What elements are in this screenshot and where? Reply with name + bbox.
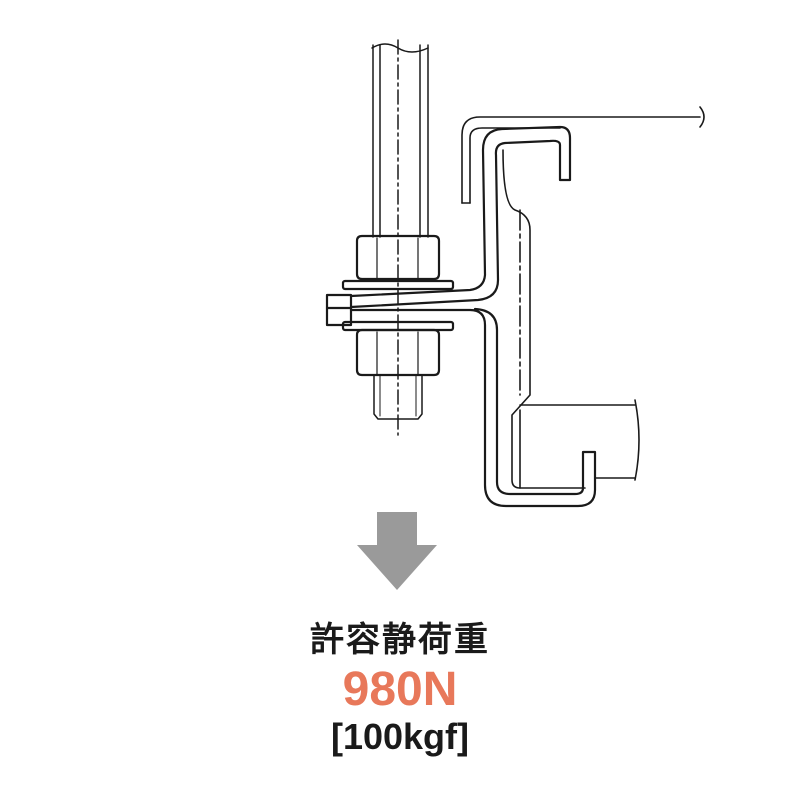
load-unit: [100kgf] xyxy=(330,716,470,757)
top-nut xyxy=(341,234,455,291)
bracket-flange xyxy=(325,125,597,508)
bottom-nut xyxy=(355,328,441,420)
threaded-rod xyxy=(371,39,429,436)
load-value: 980N xyxy=(342,663,458,716)
c-channel xyxy=(461,106,705,489)
load-title: 許容静荷重 xyxy=(310,620,490,660)
